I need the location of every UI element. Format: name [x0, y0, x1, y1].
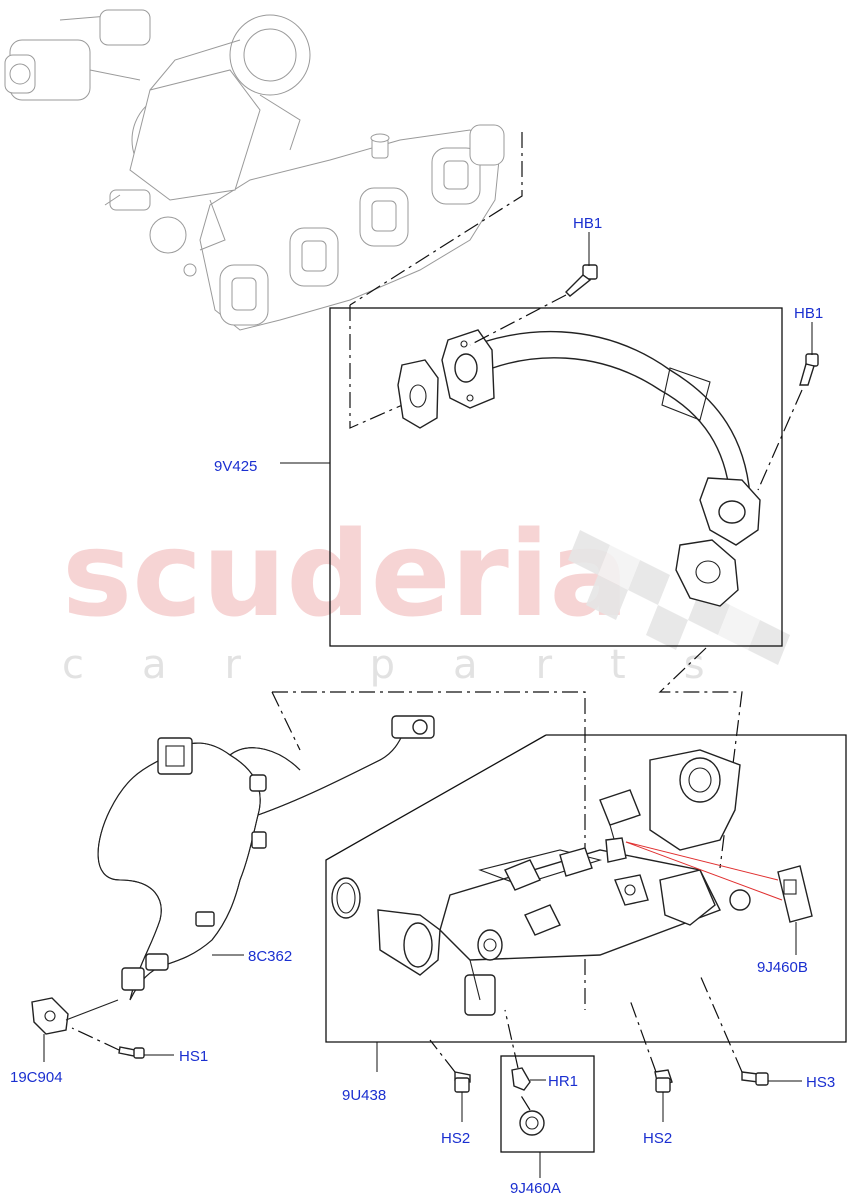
label-hs3[interactable]: HS3: [806, 1074, 835, 1091]
group-box-9j460a: [500, 1055, 595, 1153]
nut-9j460a: [519, 1093, 545, 1136]
label-hs2-right[interactable]: HS2: [643, 1130, 672, 1147]
label-hs1[interactable]: HS1: [179, 1048, 208, 1065]
egr-cooler-9u438: [331, 749, 751, 1016]
gasket-lower: [675, 539, 739, 607]
bolt-hs3: [699, 974, 802, 1086]
part-labels: HB1 HB1 9V425 9J460B 8C362 19C904 HS1 9U…: [10, 215, 835, 1197]
label-9v425[interactable]: 9V425: [214, 458, 257, 475]
manifold-port-flange: [219, 124, 505, 326]
highlight-line: [625, 841, 783, 901]
bolt-hb1-right: [757, 322, 819, 491]
group-box-9v425: [329, 307, 783, 647]
watermark-brand: scuderia: [62, 505, 629, 643]
turbocharger-manifold-assembly: [4, 9, 505, 331]
checkered-flag-icon: [568, 530, 790, 665]
label-19c904[interactable]: 19C904: [10, 1069, 63, 1086]
egr-pipe: [441, 329, 761, 546]
sensor-19c904: [31, 997, 119, 1062]
group-box-9u438: [325, 734, 847, 1043]
bolt-hs1: [71, 1027, 174, 1059]
label-hb1-right[interactable]: HB1: [794, 305, 823, 322]
seal-hr1: [504, 1009, 546, 1091]
bolt-hb1-top: [469, 232, 598, 346]
label-hb1-top[interactable]: HB1: [573, 215, 602, 232]
label-9j460b[interactable]: 9J460B: [757, 959, 808, 976]
label-8c362[interactable]: 8C362: [248, 948, 292, 965]
label-9j460a[interactable]: 9J460A: [510, 1180, 561, 1197]
label-9u438[interactable]: 9U438: [342, 1087, 386, 1104]
sensor-9j460b: [625, 841, 813, 955]
label-hs2-left[interactable]: HS2: [441, 1130, 470, 1147]
bolt-hs2-left: [429, 1039, 471, 1122]
gasket-upper: [397, 359, 439, 429]
bolt-hs2-right: [629, 999, 673, 1122]
wiring-harness-8c362: [97, 715, 435, 1001]
highlight-line: [625, 841, 779, 881]
watermark: scuderia car parts: [62, 505, 790, 688]
watermark-tagline: car parts: [62, 642, 763, 688]
label-hr1[interactable]: HR1: [548, 1073, 578, 1090]
